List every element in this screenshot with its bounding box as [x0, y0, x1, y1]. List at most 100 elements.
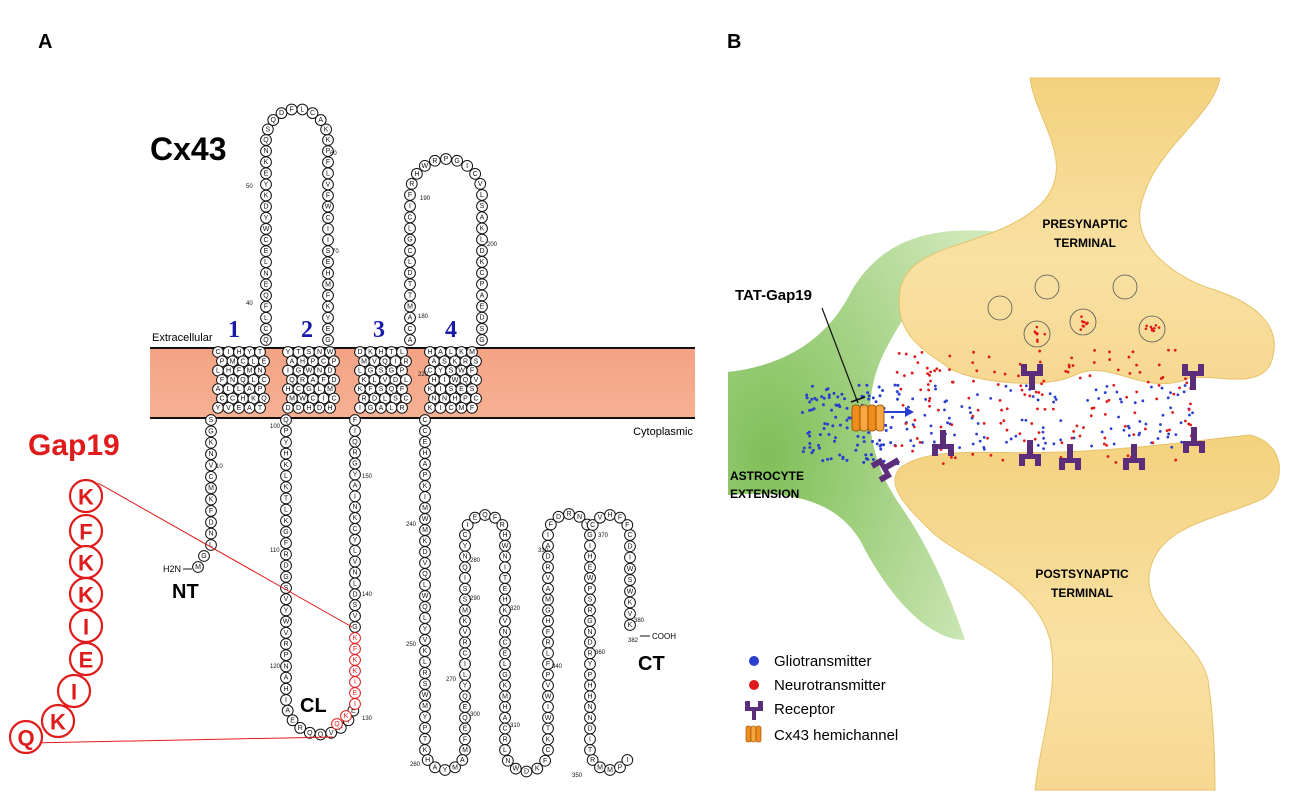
- svg-text:I: I: [547, 704, 549, 711]
- residue: Q: [479, 509, 491, 521]
- svg-text:A: A: [408, 337, 413, 344]
- svg-text:K: K: [344, 713, 349, 720]
- svg-text:D: D: [331, 377, 336, 384]
- residue: V: [474, 177, 487, 190]
- residue-number: 110: [270, 548, 280, 554]
- residue: N: [573, 510, 586, 523]
- tm-number-3: 3: [373, 317, 385, 343]
- svg-text:T: T: [546, 726, 551, 733]
- residue: M: [604, 764, 616, 776]
- svg-text:M: M: [327, 386, 333, 393]
- svg-text:R: R: [587, 650, 592, 657]
- residue: N: [584, 711, 596, 724]
- svg-text:W: W: [458, 368, 465, 375]
- residue: H: [280, 682, 292, 695]
- svg-text:M: M: [607, 767, 613, 774]
- svg-text:N: N: [257, 368, 262, 375]
- svg-text:K: K: [503, 607, 508, 614]
- svg-text:C: C: [545, 747, 550, 754]
- svg-text:D: D: [587, 640, 592, 647]
- residue: N: [499, 550, 511, 563]
- residue: D: [282, 401, 294, 414]
- svg-text:I: I: [71, 680, 77, 705]
- residue: H: [322, 267, 334, 280]
- residue: D: [404, 267, 416, 279]
- svg-text:D: D: [479, 315, 484, 322]
- svg-text:P: P: [284, 652, 289, 659]
- svg-text:C: C: [462, 650, 467, 657]
- svg-text:Y: Y: [353, 471, 358, 478]
- svg-text:V: V: [209, 462, 214, 469]
- svg-text:D: D: [479, 248, 484, 255]
- svg-text:Q: Q: [389, 386, 395, 393]
- svg-text:F: F: [493, 515, 497, 522]
- svg-text:M: M: [462, 747, 468, 754]
- residue: F: [322, 156, 334, 169]
- svg-text:H: H: [226, 368, 231, 375]
- svg-text:K: K: [326, 137, 331, 144]
- svg-text:W: W: [627, 566, 634, 573]
- residue: H: [542, 615, 554, 627]
- svg-text:K: K: [78, 583, 94, 608]
- residue: C: [459, 529, 471, 541]
- residue: P: [542, 668, 554, 681]
- svg-text:P: P: [258, 386, 263, 393]
- svg-text:I: I: [589, 543, 591, 550]
- svg-text:E: E: [351, 708, 356, 715]
- residue: T: [254, 401, 266, 414]
- residue: C: [260, 234, 272, 246]
- svg-text:I: I: [440, 386, 442, 393]
- svg-text:Y: Y: [284, 439, 289, 446]
- svg-text:C: C: [427, 368, 432, 375]
- postsynaptic-label-2: TERMINAL: [1051, 586, 1113, 600]
- residue-number: 190: [420, 196, 431, 202]
- svg-text:A: A: [432, 358, 437, 365]
- residue: Q: [349, 435, 361, 448]
- svg-text:K: K: [353, 635, 358, 642]
- residue: K: [624, 596, 636, 609]
- residue: W: [280, 615, 292, 628]
- residue: G: [364, 401, 377, 414]
- svg-text:N: N: [230, 377, 235, 384]
- svg-text:E: E: [588, 564, 593, 571]
- svg-text:A: A: [408, 315, 413, 322]
- residue-number: 380: [634, 618, 645, 624]
- residue: M: [324, 383, 336, 396]
- svg-text:A: A: [216, 386, 221, 393]
- receptor: [932, 430, 954, 456]
- residue: I: [542, 701, 554, 713]
- svg-text:I: I: [464, 661, 466, 668]
- svg-text:L: L: [480, 192, 484, 199]
- svg-text:Q: Q: [289, 377, 295, 384]
- residue: G: [584, 615, 596, 627]
- residue-number: 280: [470, 558, 481, 564]
- receptor: [870, 457, 901, 483]
- residue: C: [542, 744, 554, 756]
- residue-number: 130: [362, 716, 373, 722]
- residue-number: 260: [410, 762, 421, 768]
- svg-text:C: C: [448, 405, 453, 412]
- svg-text:I: I: [466, 163, 468, 170]
- svg-text:L: L: [449, 349, 453, 356]
- residue: W: [624, 585, 636, 598]
- residue: K: [320, 123, 333, 136]
- svg-text:A: A: [318, 117, 323, 124]
- svg-text:Y: Y: [264, 181, 269, 188]
- svg-text:F: F: [543, 758, 547, 765]
- svg-text:N: N: [263, 270, 268, 277]
- residue: F: [539, 754, 552, 767]
- residue: Y: [584, 658, 596, 670]
- residue: M: [419, 502, 431, 514]
- residue: H: [499, 529, 511, 541]
- svg-text:L: L: [408, 225, 412, 232]
- svg-text:K: K: [535, 766, 540, 773]
- residue: D: [520, 765, 533, 778]
- svg-text:M: M: [597, 764, 603, 771]
- svg-text:C: C: [310, 110, 315, 117]
- legend: Gliotransmitter Neurotransmitter Recepto…: [745, 653, 898, 744]
- cl-label: CL: [300, 695, 327, 717]
- residue: C: [404, 244, 416, 257]
- svg-text:L: L: [400, 349, 404, 356]
- svg-text:C: C: [215, 349, 220, 356]
- svg-text:N: N: [502, 554, 507, 561]
